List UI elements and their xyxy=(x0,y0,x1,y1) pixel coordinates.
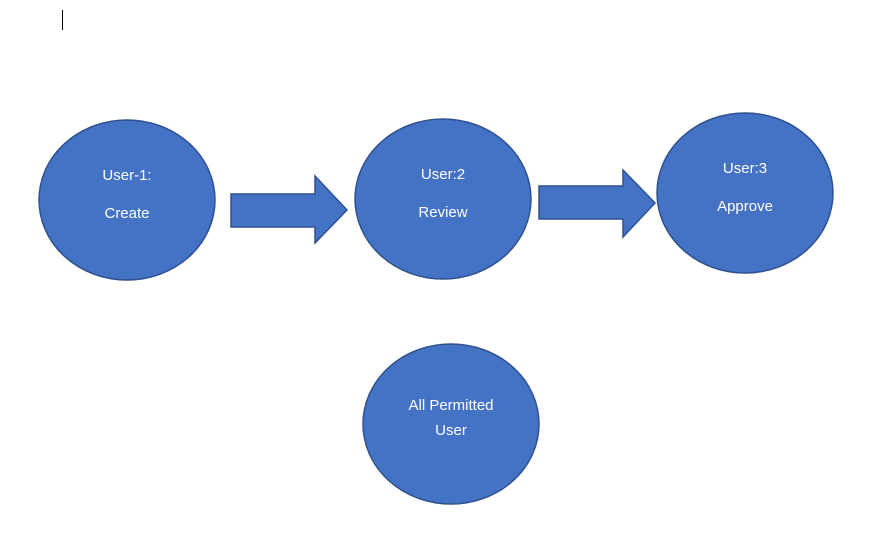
node-user-3-approve-line-2: Approve xyxy=(717,198,773,215)
edge-create-to-review xyxy=(230,174,349,245)
node-user-2-review[interactable]: User:2 Review xyxy=(354,118,532,280)
text-cursor xyxy=(62,10,63,30)
node-all-permitted-user[interactable]: All Permitted User xyxy=(362,343,540,505)
node-user-3-approve-line-1: User:3 xyxy=(723,160,767,177)
node-user-2-review-line-2: Review xyxy=(418,204,467,221)
node-user-2-review-shape xyxy=(354,118,532,280)
edge-review-to-approve xyxy=(538,168,657,239)
arrow-right-icon xyxy=(230,174,349,245)
node-all-permitted-user-line-1: All Permitted xyxy=(408,397,493,414)
node-user-2-review-line-1: User:2 xyxy=(421,166,465,183)
node-user-3-approve[interactable]: User:3 Approve xyxy=(656,112,834,274)
node-all-permitted-user-shape xyxy=(362,343,540,505)
node-user-1-create-line-2: Create xyxy=(104,205,149,222)
arrow-right-icon xyxy=(538,168,657,239)
node-all-permitted-user-line-2: User xyxy=(435,422,467,439)
node-user-1-create-shape xyxy=(38,119,216,281)
node-user-1-create[interactable]: User-1: Create xyxy=(38,119,216,281)
node-user-3-approve-shape xyxy=(656,112,834,274)
node-user-1-create-line-1: User-1: xyxy=(102,167,151,184)
